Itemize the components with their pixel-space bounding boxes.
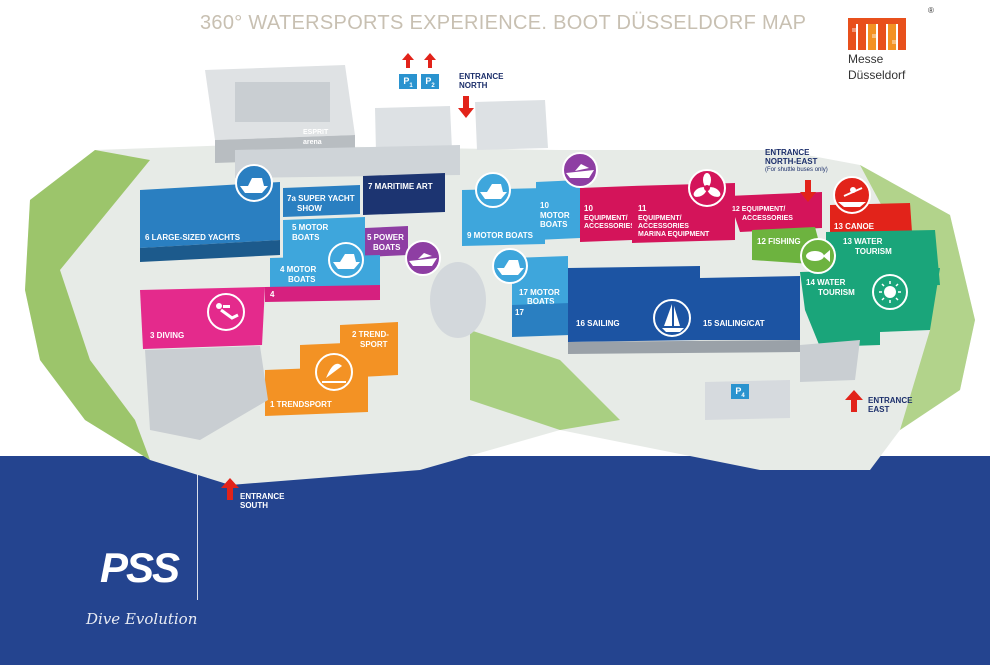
entrance-arrow-icon (458, 96, 474, 118)
north-building-2 (475, 100, 548, 150)
hall-10-eq-label2: EQUIPMENT/ (584, 215, 628, 222)
parking-arrow-icon (402, 53, 436, 68)
fish-icon (800, 238, 836, 274)
entrance-arrow-icon (800, 180, 816, 202)
footer-divider (197, 470, 198, 600)
pss-logo-text: PSS (100, 544, 180, 591)
east-parking-building (705, 380, 790, 420)
hall-11-label3: ACCESSORIES (638, 223, 689, 230)
motor-boat-icon (328, 242, 364, 278)
messe-logo-line1: Messe (848, 52, 884, 66)
motor-boat-icon (235, 164, 273, 202)
entrance-arrow-icon (221, 478, 239, 500)
hall-10-motor-label3: BOATS (540, 220, 568, 229)
hall-11-label: 11 (638, 204, 647, 213)
hall-5-label: 5 MOTOR (292, 223, 329, 232)
hall-14-label: 14 WATER (806, 278, 846, 287)
central-tower (430, 262, 486, 338)
canoe-icon (833, 176, 871, 214)
hall-5-label2: BOATS (292, 233, 320, 242)
green-area-center (470, 330, 620, 430)
hall-17-label2: BOATS (527, 297, 555, 306)
sun-icon (872, 274, 908, 310)
hall-10-motor-label: 10 (540, 201, 549, 210)
hall-13-tourism-label: 13 WATER (843, 237, 883, 246)
hall-10-motor (536, 180, 580, 240)
hall-11-label4: MARINA EQUIPMENT (638, 231, 710, 238)
hall-4-label: 4 MOTOR (280, 265, 317, 274)
hall-15-label: 15 SAILING/CAT (703, 319, 765, 328)
arena-line1: ESPRIT (303, 129, 329, 136)
hall-16-label: 16 SAILING (576, 319, 620, 328)
hall-10-eq-label3: ACCESSORIES (584, 223, 635, 230)
windsurf-icon (315, 353, 353, 391)
sailboat-icon (653, 299, 691, 337)
hall-13-canoe-label: 13 CANOE (834, 222, 875, 231)
messe-logo-line2: Düsseldorf (848, 68, 906, 82)
hall-4-strip-label: 4 (270, 290, 275, 299)
hall-17-lower-label: 17 (515, 308, 524, 317)
parking-p4[interactable]: P4 (731, 384, 749, 399)
hall-3-label: 3 DIVING (150, 331, 184, 340)
hall-2 (340, 322, 398, 378)
pss-logo: PSS (100, 544, 182, 591)
hall-13-tourism-label2: TOURISM (855, 247, 892, 256)
hall-9-label: 9 MOTOR BOATS (467, 231, 534, 240)
hall-17-label: 17 MOTOR (519, 288, 560, 297)
hall-12-eq-label2: ACCESSORIES (742, 215, 793, 222)
parking-p1[interactable]: P1 (399, 74, 417, 89)
hall-7-label: 7 MARITIME ART (368, 182, 433, 191)
north-building-1 (375, 106, 452, 152)
hall-6-label: 6 LARGE-SIZED YACHTS (145, 233, 241, 242)
motor-boat-icon (492, 248, 528, 284)
hall-5-power-label: 5 POWER (367, 233, 404, 242)
messe-logo: Messe Düsseldorf (848, 12, 928, 82)
hall-7a-label: 7a SUPER YACHT (287, 194, 355, 203)
propeller-icon (688, 169, 726, 207)
power-boat-icon (405, 240, 441, 276)
parking-p2[interactable]: P2 (421, 74, 439, 89)
green-area-west (25, 150, 150, 460)
messe-m-icon (848, 18, 906, 50)
hall-10-motor-label2: MOTOR (540, 211, 570, 220)
esprit-arena: ESPRIT arena (205, 65, 355, 163)
arena-line2: arena (303, 139, 322, 146)
hall-12-equipment (728, 192, 822, 232)
map-title: 360° WATERSPORTS EXPERIENCE. BOOT DÜSSEL… (200, 12, 807, 34)
green-area-east (860, 165, 975, 430)
hall-4-label2: BOATS (288, 275, 316, 284)
pss-tagline: Dive Evolution (86, 610, 198, 628)
hall-2-label2: SPORT (360, 340, 388, 349)
hall-7a (283, 185, 360, 217)
hall-10-eq-label: 10 (584, 204, 593, 213)
hall-5-power (365, 226, 408, 257)
hall-1-label: 1 TRENDSPORT (270, 400, 332, 409)
diver-icon (207, 293, 245, 331)
power-boat-icon (562, 152, 598, 188)
hall-7a-label2: SHOW (297, 204, 322, 213)
hall-12-fishing-label: 12 FISHING (757, 237, 801, 246)
hall-15 (700, 276, 800, 340)
hall-11-label2: EQUIPMENT/ (638, 215, 682, 222)
hall-4-strip (265, 285, 380, 302)
hall-17-lower (512, 303, 570, 337)
motor-boat-icon (475, 172, 511, 208)
entrance-arrow-icon (845, 390, 863, 412)
hall-12-eq-label: 12 EQUIPMENT/ (732, 206, 785, 213)
north-corridor (235, 145, 460, 178)
hall-5-power-label2: BOATS (373, 243, 401, 252)
hall-7 (363, 173, 445, 215)
east-entrance-building (800, 340, 860, 382)
hall-2-label: 2 TREND- (352, 330, 389, 339)
footer-band (0, 456, 990, 665)
hall-10-equipment (580, 186, 632, 242)
hall-14-label2: TOURISM (818, 288, 855, 297)
south-entrance-building (145, 346, 268, 440)
registered-mark: ® (928, 6, 934, 15)
